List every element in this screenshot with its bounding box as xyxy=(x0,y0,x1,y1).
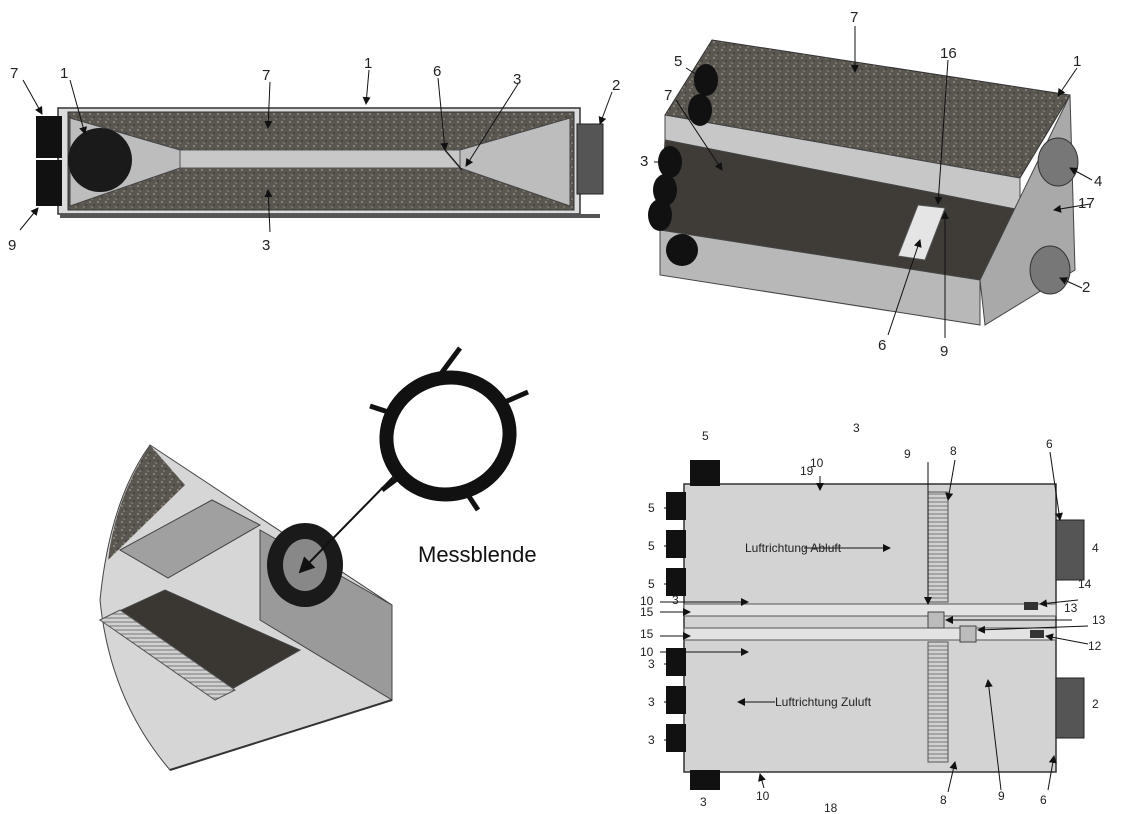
top-label: 14 xyxy=(1078,577,1092,591)
detail-view xyxy=(98,444,393,771)
iso-duct xyxy=(666,234,698,266)
side-label: 7 xyxy=(10,65,18,82)
detail-orifice-inner xyxy=(283,539,327,591)
side-duct-opening xyxy=(68,128,132,192)
top-label: 10 xyxy=(640,594,654,608)
top-label: 9 xyxy=(998,789,1005,803)
top-label: 5 xyxy=(702,429,709,443)
top-item-13a xyxy=(927,611,945,629)
top-label: 15 xyxy=(640,627,654,641)
top-spigot-4 xyxy=(1055,519,1085,581)
top-label: 3 xyxy=(648,657,655,671)
side-spigot-upper xyxy=(36,116,62,158)
top-rail-2 xyxy=(683,627,1057,641)
top-label: 9 xyxy=(904,447,911,461)
top-hatch-lower xyxy=(927,641,949,763)
top-item-14 xyxy=(1024,602,1038,610)
iso-view: 7 1 5 7 16 3 4 17 2 6 9 xyxy=(640,9,1102,360)
side-center-bar xyxy=(179,149,461,169)
top-label: 3 xyxy=(672,593,679,607)
top-label: 3 xyxy=(648,695,655,709)
side-label: 3 xyxy=(513,71,521,88)
top-label: 10 xyxy=(756,789,770,803)
side-item-6 xyxy=(444,149,463,171)
top-direction-exhaust: Luftrichtung Abluft xyxy=(745,541,842,555)
iso-label: 16 xyxy=(940,45,957,62)
top-label: 19 xyxy=(800,464,814,478)
top-label: 3 xyxy=(648,733,655,747)
orifice-ring xyxy=(298,346,529,574)
top-label: 3 xyxy=(700,795,707,809)
iso-label: 3 xyxy=(640,153,648,170)
top-label: 3 xyxy=(853,421,860,435)
top-label: 12 xyxy=(1088,639,1102,653)
detail-shelf xyxy=(118,499,262,579)
iso-label: 1 xyxy=(1073,53,1081,70)
top-label: 5 xyxy=(648,501,655,515)
top-label: 5 xyxy=(648,539,655,553)
iso-item-6 xyxy=(897,204,946,261)
side-label: 1 xyxy=(60,65,68,82)
iso-label: 5 xyxy=(674,53,682,70)
side-label: 2 xyxy=(612,77,620,94)
top-item-12 xyxy=(1030,630,1044,638)
top-label: 6 xyxy=(1040,793,1047,807)
detail-hatch-strip xyxy=(99,609,236,701)
top-label: 5 xyxy=(648,577,655,591)
top-label: 13 xyxy=(1092,613,1106,627)
iso-label: 6 xyxy=(878,337,886,354)
top-view: Luftrichtung Abluft Luftrichtung Zuluft … xyxy=(640,421,1106,814)
top-label: 13 xyxy=(1064,601,1078,615)
side-label: 1 xyxy=(364,55,372,72)
top-item-13b xyxy=(959,625,977,643)
top-rail-1 xyxy=(683,603,1057,617)
iso-label: 9 xyxy=(940,343,948,360)
iso-label: 7 xyxy=(664,87,672,104)
side-label: 6 xyxy=(433,63,441,80)
side-label: 7 xyxy=(262,67,270,84)
top-label: 2 xyxy=(1092,697,1099,711)
side-label: 3 xyxy=(262,237,270,254)
iso-spigot-2 xyxy=(1029,245,1071,295)
iso-spigot-4 xyxy=(1037,137,1079,187)
iso-label: 4 xyxy=(1094,173,1102,190)
top-spigots-left xyxy=(666,492,686,752)
top-label: 8 xyxy=(950,444,957,458)
top-direction-supply: Luftrichtung Zuluft xyxy=(775,695,872,709)
top-label: 10 xyxy=(810,456,824,470)
top-label: 18 xyxy=(824,801,838,814)
top-label: 15 xyxy=(640,605,654,619)
iso-label: 17 xyxy=(1078,195,1095,212)
side-view: 7 1 1 2 9 6 7 3 3 xyxy=(8,55,620,254)
iso-label: 7 xyxy=(850,9,858,26)
side-spigot-lower xyxy=(36,160,62,206)
side-spigot-right xyxy=(576,123,604,195)
top-spigot-5 xyxy=(690,460,720,486)
top-spigot-2 xyxy=(1055,677,1085,739)
top-label: 8 xyxy=(940,793,947,807)
side-label: 9 xyxy=(8,237,16,254)
top-hatch-upper xyxy=(927,491,949,603)
top-label: 6 xyxy=(1046,437,1053,451)
top-label: 4 xyxy=(1092,541,1099,555)
iso-front-wall xyxy=(659,229,981,326)
caption-messblende: Messblende xyxy=(418,542,537,567)
side-base-line xyxy=(60,214,600,218)
top-spigot-3 xyxy=(690,770,720,790)
top-label: 10 xyxy=(640,645,654,659)
iso-label: 2 xyxy=(1082,279,1090,296)
detail-filter-corner xyxy=(108,445,185,560)
